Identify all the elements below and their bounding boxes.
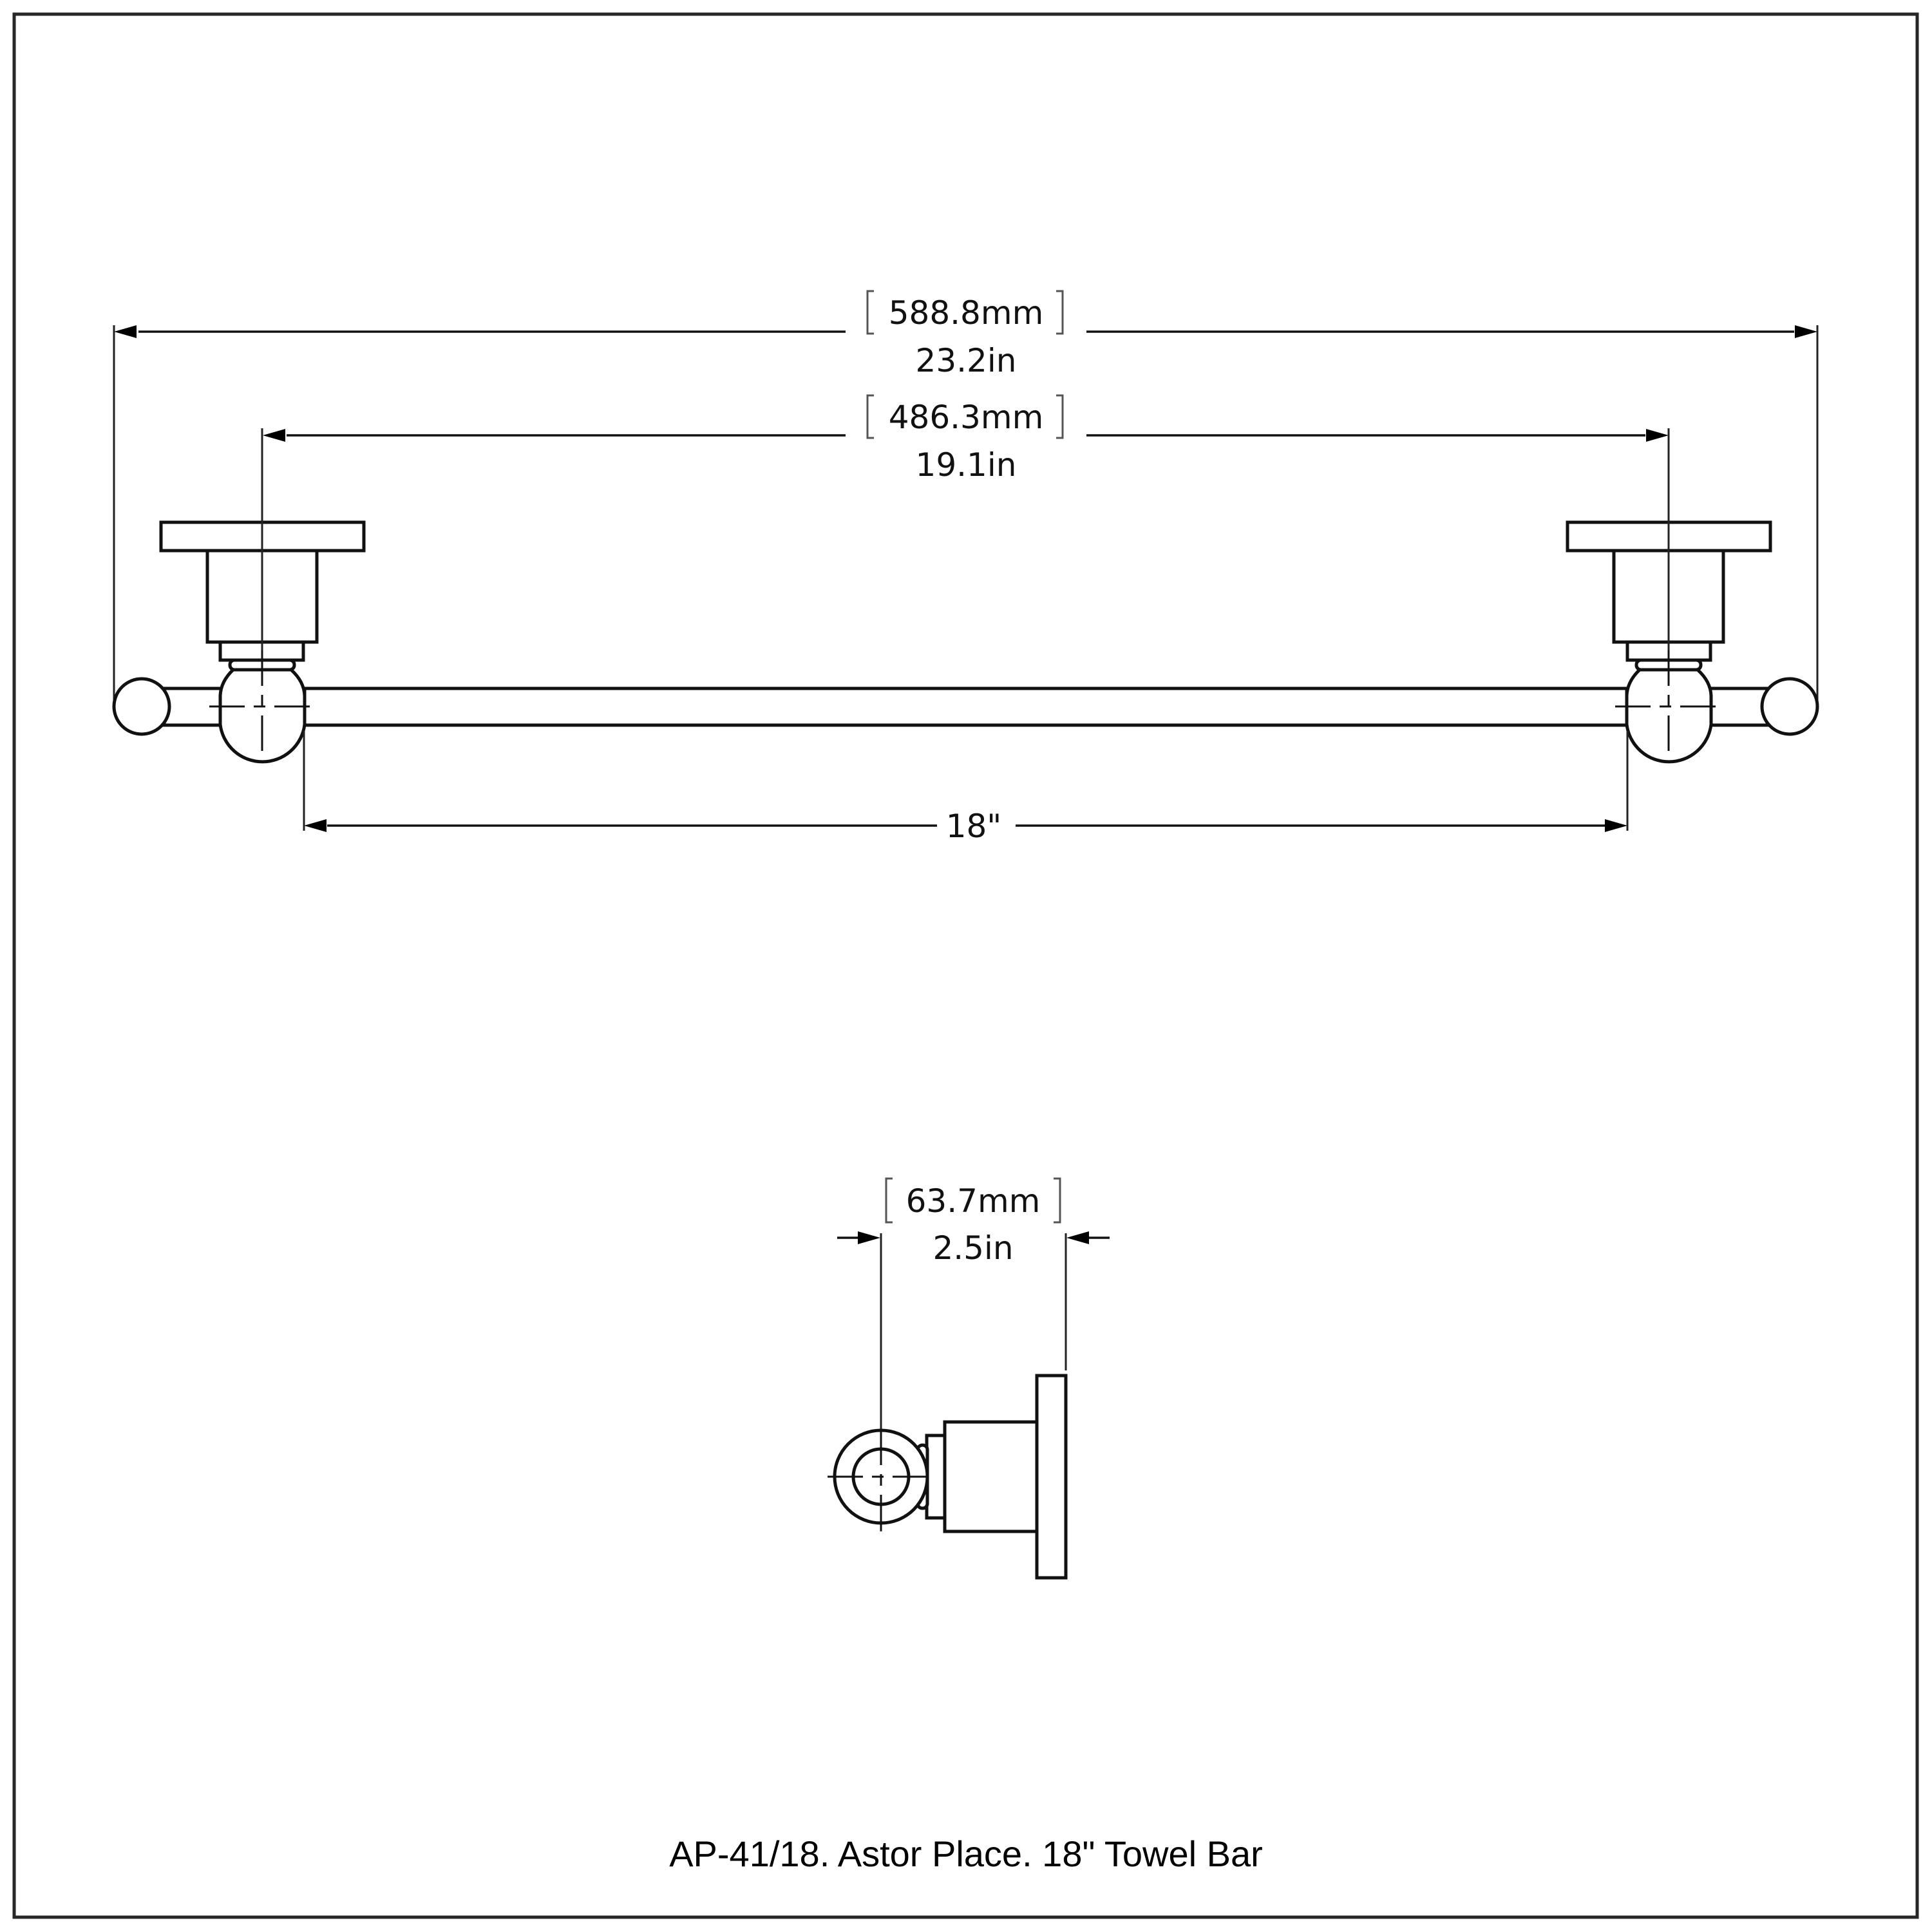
left-mount: [112, 428, 366, 764]
arrowhead-right-icon: [1795, 325, 1817, 338]
bracket-right: [1056, 290, 1064, 335]
dimension-mount-spacing: 486.3mm 19.1in: [263, 394, 1669, 484]
projection-in: 2.5in: [933, 1229, 1013, 1267]
side-flange: [1035, 1374, 1068, 1580]
arrowhead-left-icon: [1066, 1231, 1089, 1244]
bracket-right: [1056, 394, 1064, 439]
arrowhead-right-icon: [858, 1231, 880, 1244]
dimension-projection: 63.7mm 2.5in: [837, 1177, 1110, 1531]
right-mount: [1566, 428, 1819, 764]
mount-spacing-mm: 486.3mm: [889, 399, 1044, 436]
arrowhead-right-icon: [1605, 819, 1627, 832]
bracket-left: [866, 394, 874, 439]
right-end-ball: [1760, 677, 1819, 736]
projection-mm: 63.7mm: [906, 1182, 1041, 1220]
left-end-ball: [112, 677, 171, 736]
dimension-overall-width: 588.8mm 23.2in: [113, 290, 1819, 706]
bar-length-label: 18": [946, 808, 1002, 845]
arrowhead-left-icon: [263, 429, 285, 442]
overall-width-in: 23.2in: [916, 342, 1017, 379]
towel-bar: [301, 687, 1631, 727]
bracket-left: [866, 290, 874, 335]
dimension-bar-length: 18": [303, 731, 1629, 845]
overall-width-mm: 588.8mm: [889, 294, 1044, 332]
side-view: 63.7mm 2.5in: [828, 1177, 1110, 1580]
bracket-left: [885, 1177, 893, 1224]
arrowhead-left-icon: [114, 325, 137, 338]
mount-spacing-in: 19.1in: [916, 446, 1017, 484]
drawing-frame: [12, 12, 1919, 1919]
arrowhead-left-icon: [304, 819, 327, 832]
front-view: 588.8mm 23.2in 486.3mm 19.1in: [112, 290, 1819, 845]
side-body: [943, 1420, 1039, 1533]
side-collar: [925, 1434, 947, 1520]
drawing-title: AP-41/18. Astor Place. 18" Towel Bar: [669, 1833, 1263, 1874]
arrowhead-right-icon: [1646, 429, 1669, 442]
bracket-right: [1054, 1177, 1061, 1224]
